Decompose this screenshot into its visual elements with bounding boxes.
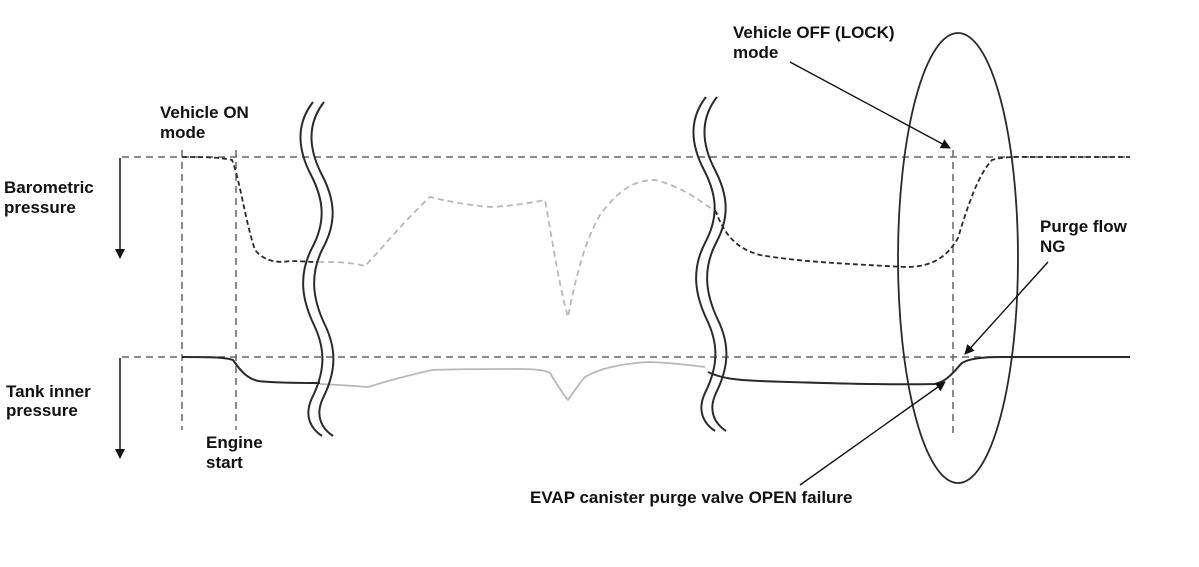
tank-curve-right	[707, 355, 1130, 386]
vehicle-off-label-line1: Vehicle OFF (LOCK)	[733, 23, 895, 42]
purge-flow-callout-arrow	[964, 261, 1049, 355]
right-break-mark	[692, 96, 728, 432]
evap-failure-label: EVAP canister purge valve OPEN failure	[530, 488, 853, 507]
barometric-curve-right	[714, 155, 1130, 268]
left-break-mark	[299, 101, 335, 437]
engine-start-label-line2: start	[206, 453, 243, 472]
highlight-ellipse	[897, 32, 1019, 484]
vehicle-on-label-line2: mode	[160, 123, 205, 142]
tank-curve-left	[181, 356, 321, 384]
engine-start-label-line1: Engine	[206, 433, 263, 452]
purge-flow-label-line1: Purge flow	[1040, 217, 1128, 236]
vehicle-off-callout-arrow	[789, 61, 951, 149]
vehicle-on-label-line1: Vehicle ON	[160, 103, 249, 122]
barometric-curve-left	[181, 156, 319, 263]
evap-failure-callout-arrow	[799, 381, 946, 486]
barometric-ghost-curve	[317, 179, 721, 318]
barometric-label-line2: pressure	[4, 198, 76, 217]
vehicle-off-label-line2: mode	[733, 43, 778, 62]
barometric-label-line1: Barometric	[4, 178, 94, 197]
tank-label-line1: Tank inner	[6, 382, 91, 401]
tank-ghost-curve	[319, 361, 706, 402]
tank-label-line2: pressure	[6, 401, 78, 420]
purge-flow-label-line2: NG	[1040, 237, 1066, 256]
